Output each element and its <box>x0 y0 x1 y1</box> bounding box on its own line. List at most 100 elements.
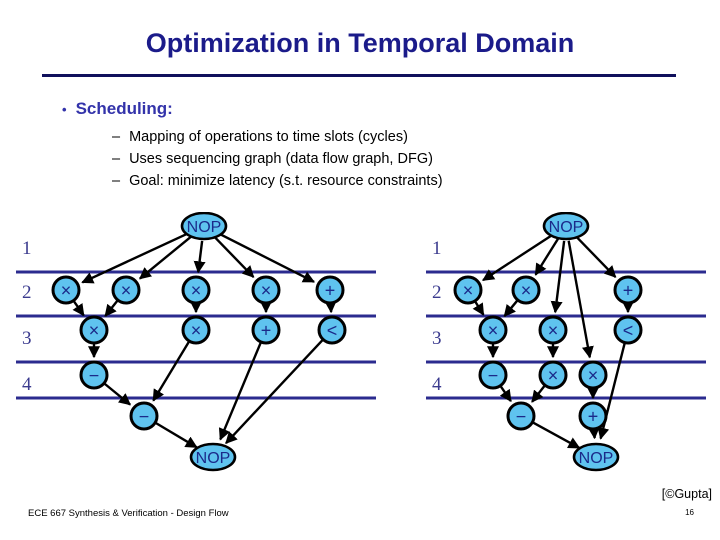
page-title: Optimization in Temporal Domain <box>145 28 575 58</box>
op-node-a1[interactable]: + <box>613 275 643 305</box>
nop-label: NOP <box>196 450 231 467</box>
step-label-3: 3 <box>22 328 32 349</box>
edge-a2-to-nop_bot <box>218 342 262 441</box>
bullet-scheduling: • Scheduling: <box>62 99 173 119</box>
op-node-a2[interactable]: + <box>578 401 608 431</box>
op-symbol: × <box>488 321 499 341</box>
op-symbol: − <box>89 366 100 386</box>
op-node-a1[interactable]: + <box>315 275 345 305</box>
op-symbol: + <box>623 281 634 301</box>
op-symbol: × <box>521 281 532 301</box>
op-node-c1[interactable]: < <box>317 315 347 345</box>
edge-group <box>72 231 337 449</box>
op-node-m1[interactable]: × <box>51 275 81 305</box>
bullet-marker-icon: • <box>62 102 67 117</box>
step-label-2: 2 <box>432 282 442 303</box>
edge-a2-to-nop_bot <box>587 426 600 440</box>
op-symbol: + <box>261 321 272 341</box>
op-symbol: × <box>548 366 559 386</box>
edge-nop_top-to-m1 <box>81 231 191 284</box>
op-symbol: − <box>516 407 527 427</box>
edge-nop_top-to-m4 <box>567 240 594 359</box>
footer-course-label: ECE 667 Synthesis & Verification - Desig… <box>28 508 229 519</box>
edge-m2-to-m5 <box>503 300 519 318</box>
op-symbol: × <box>61 281 72 301</box>
edge-nop_top-to-a1 <box>575 235 617 278</box>
edge-m1-to-m5 <box>72 300 85 317</box>
op-symbol: + <box>588 407 599 427</box>
edge-group <box>472 233 634 449</box>
op-symbol: < <box>327 321 338 341</box>
op-symbol: × <box>588 366 599 386</box>
op-symbol: × <box>463 281 474 301</box>
nop-label: NOP <box>579 450 614 467</box>
op-node-m2[interactable]: × <box>111 275 141 305</box>
sub-bullet-2: – Uses sequencing graph (data flow graph… <box>112 151 433 167</box>
op-node-m6[interactable]: × <box>538 360 568 390</box>
op-node-c1[interactable]: < <box>613 315 643 345</box>
step-label-1: 1 <box>22 238 32 259</box>
sub-bullet-1-label: Mapping of operations to time slots (cyc… <box>129 129 408 145</box>
op-symbol: × <box>548 321 559 341</box>
op-symbol: − <box>488 366 499 386</box>
edge-m6-to-s2 <box>531 385 546 403</box>
nop-label: NOP <box>549 219 584 236</box>
op-node-s2[interactable]: − <box>506 401 536 431</box>
nop-node-sink[interactable]: NOP <box>572 442 620 472</box>
op-node-m6[interactable]: × <box>181 315 211 345</box>
step-label-4: 4 <box>22 374 32 395</box>
op-node-s1[interactable]: − <box>79 360 109 390</box>
step-label-1: 1 <box>432 238 442 259</box>
edge-m6-to-s2 <box>152 341 190 402</box>
op-symbol: × <box>191 281 202 301</box>
op-symbol: − <box>139 407 150 427</box>
op-node-m4[interactable]: × <box>251 275 281 305</box>
dash-marker-icon: – <box>112 173 121 189</box>
dash-marker-icon: – <box>112 129 121 145</box>
sub-bullet-3-label: Goal: minimize latency (s.t. resource co… <box>129 173 443 189</box>
op-symbol: × <box>89 321 100 341</box>
edge-s1-to-s2 <box>499 385 512 403</box>
op-node-m1[interactable]: × <box>453 275 483 305</box>
edge-nop_top-to-a1 <box>216 231 316 283</box>
op-symbol: × <box>261 281 272 301</box>
edge-s2-to-nop_bot <box>532 421 581 449</box>
nop-node-source[interactable]: NOP <box>542 212 590 241</box>
edge-nop_top-to-m4 <box>213 235 255 278</box>
edge-s2-to-nop_bot <box>155 422 198 449</box>
sub-bullet-2-label: Uses sequencing graph (data flow graph, … <box>129 151 433 167</box>
op-node-m2[interactable]: × <box>511 275 541 305</box>
op-node-a2[interactable]: + <box>251 315 281 345</box>
step-label-4: 4 <box>432 374 442 395</box>
op-symbol: + <box>325 281 336 301</box>
op-node-m4[interactable]: × <box>578 360 608 390</box>
edge-nop_top-to-m1 <box>482 233 555 282</box>
step-label-2: 2 <box>22 282 32 303</box>
footer-page-number: 16 <box>685 508 694 517</box>
nop-node-source[interactable]: NOP <box>180 212 228 241</box>
timeline-group <box>426 270 706 400</box>
op-node-m5[interactable]: × <box>79 315 109 345</box>
edge-m2-to-m5 <box>104 300 119 317</box>
op-symbol: × <box>191 321 202 341</box>
edge-s1-to-s2 <box>104 382 132 406</box>
dash-marker-icon: – <box>112 151 121 167</box>
op-symbol: < <box>623 321 634 341</box>
op-node-m3[interactable]: × <box>181 275 211 305</box>
title-divider <box>42 74 676 77</box>
edge-nop_top-to-m3 <box>550 240 566 314</box>
sub-bullet-3: – Goal: minimize latency (s.t. resource … <box>112 173 443 189</box>
edge-nop_top-to-m3 <box>193 240 206 274</box>
bullet-scheduling-label: Scheduling: <box>75 99 173 118</box>
op-node-s1[interactable]: − <box>478 360 508 390</box>
op-node-m5[interactable]: × <box>478 315 508 345</box>
edge-nop_top-to-m2 <box>534 238 560 276</box>
op-node-m3[interactable]: × <box>538 315 568 345</box>
op-node-s2[interactable]: − <box>129 401 159 431</box>
edge-c1-to-nop_bot <box>225 339 324 445</box>
nop-node-sink[interactable]: NOP <box>189 442 237 472</box>
